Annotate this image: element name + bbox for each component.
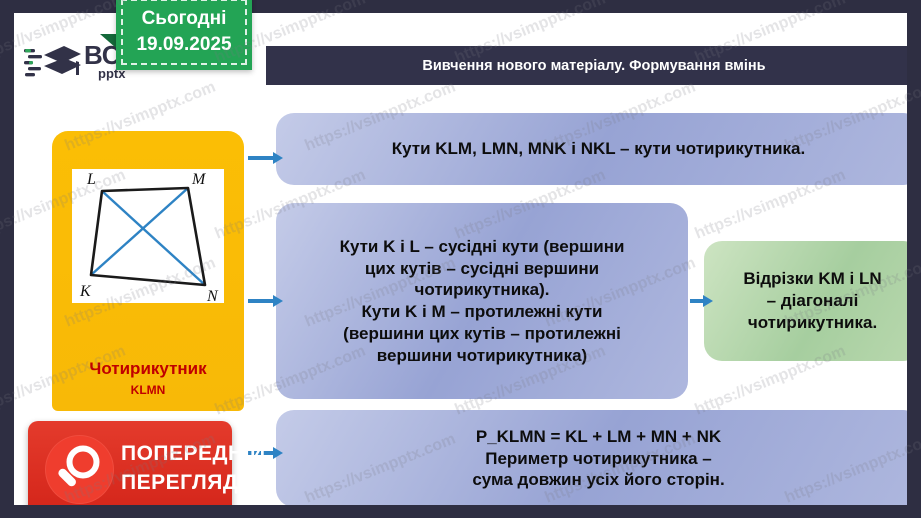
preview-badge-line2: ПЕРЕГЛЯД: [121, 471, 239, 494]
info-box-angles: Кути KLM, LMN, MNK і NKL – кути чотирику…: [276, 113, 907, 185]
date-badge-date: 19.09.2025: [136, 34, 232, 55]
info-box-line-2: цих кутів – сусідні вершини: [364, 258, 600, 278]
date-badge-fold: [100, 34, 116, 48]
perimeter-line-1: P_KLMN = KL + LM + MN + NK: [475, 426, 722, 446]
diagonal-ln-line: [101, 190, 206, 286]
graduation-cap-icon: [24, 46, 81, 77]
vertex-label-k: K: [79, 283, 92, 300]
info-box-diagonals: Відрізки KM і LN – діагоналі чотирикутни…: [704, 241, 907, 361]
info-box-line-4: Кути K і M – протилежні кути: [361, 302, 603, 321]
diagonals-line-2: – діагоналі: [766, 291, 859, 311]
arrow-to-adjacent-box: [248, 295, 283, 307]
info-box-line-1: Кути K і L – сусідні кути (вершини: [339, 236, 625, 256]
diagonal-km-line: [90, 187, 189, 276]
arrow-to-angles-box: [248, 152, 283, 164]
quadrilateral-klmn-figure: L M K N: [72, 169, 224, 305]
perimeter-line-3: сума довжин усіх його сторін.: [472, 470, 725, 490]
quadrilateral-card: L M K N Чотирикутник KLMN: [52, 131, 244, 411]
date-badge-label: Сьогодні: [141, 8, 227, 29]
info-box-angles-text: Кути KLM, LMN, MNK і NKL – кути чотирику…: [391, 139, 806, 159]
preview-badge-line1: ПОПЕРЕДНІЙ: [121, 442, 266, 465]
preview-badge-circle: [45, 435, 114, 504]
diagonals-line-1: Відрізки KM і LN: [743, 269, 882, 289]
vertex-label-m: M: [191, 171, 207, 188]
info-box-line-3: чотирикутника).: [414, 280, 550, 300]
diagonals-line-3: чотирикутника.: [747, 312, 878, 332]
slide-canvas: ВСІМ pptx Вивчення нового матеріалу. Фор…: [14, 13, 907, 505]
page-title: Вивчення нового матеріалу. Формування вм…: [422, 57, 766, 74]
vertex-label-n: N: [206, 288, 219, 303]
preview-badge[interactable]: ПОПЕРЕДНІЙ ПЕРЕГЛЯД: [28, 421, 265, 505]
quadrilateral-outline: [89, 186, 207, 287]
vertex-label-l: L: [86, 171, 96, 188]
magnifier-icon: [58, 445, 100, 487]
info-box-line-6: вершини чотирикутника): [376, 345, 588, 365]
date-badge: Сьогодні 19.09.2025: [116, 0, 252, 70]
arrow-to-diagonals-box: [690, 295, 713, 307]
info-box-adjacent-opposite: Кути K і L – сусідні кути (вершини цих к…: [276, 203, 688, 399]
quadrilateral-card-title: Чотирикутник: [89, 359, 207, 378]
info-box-perimeter: P_KLMN = KL + LM + MN + NK Периметр чоти…: [276, 410, 907, 505]
header-ribbon: Вивчення нового матеріалу. Формування вм…: [266, 46, 907, 85]
quadrilateral-svg: L M K N: [79, 171, 219, 305]
quadrilateral-card-subtitle: KLMN: [130, 383, 166, 397]
perimeter-line-2: Периметр чотирикутника –: [485, 448, 712, 468]
info-box-line-5: (вершини цих кутів – протилежні: [343, 323, 621, 343]
arrow-to-perimeter-box: [248, 447, 283, 459]
